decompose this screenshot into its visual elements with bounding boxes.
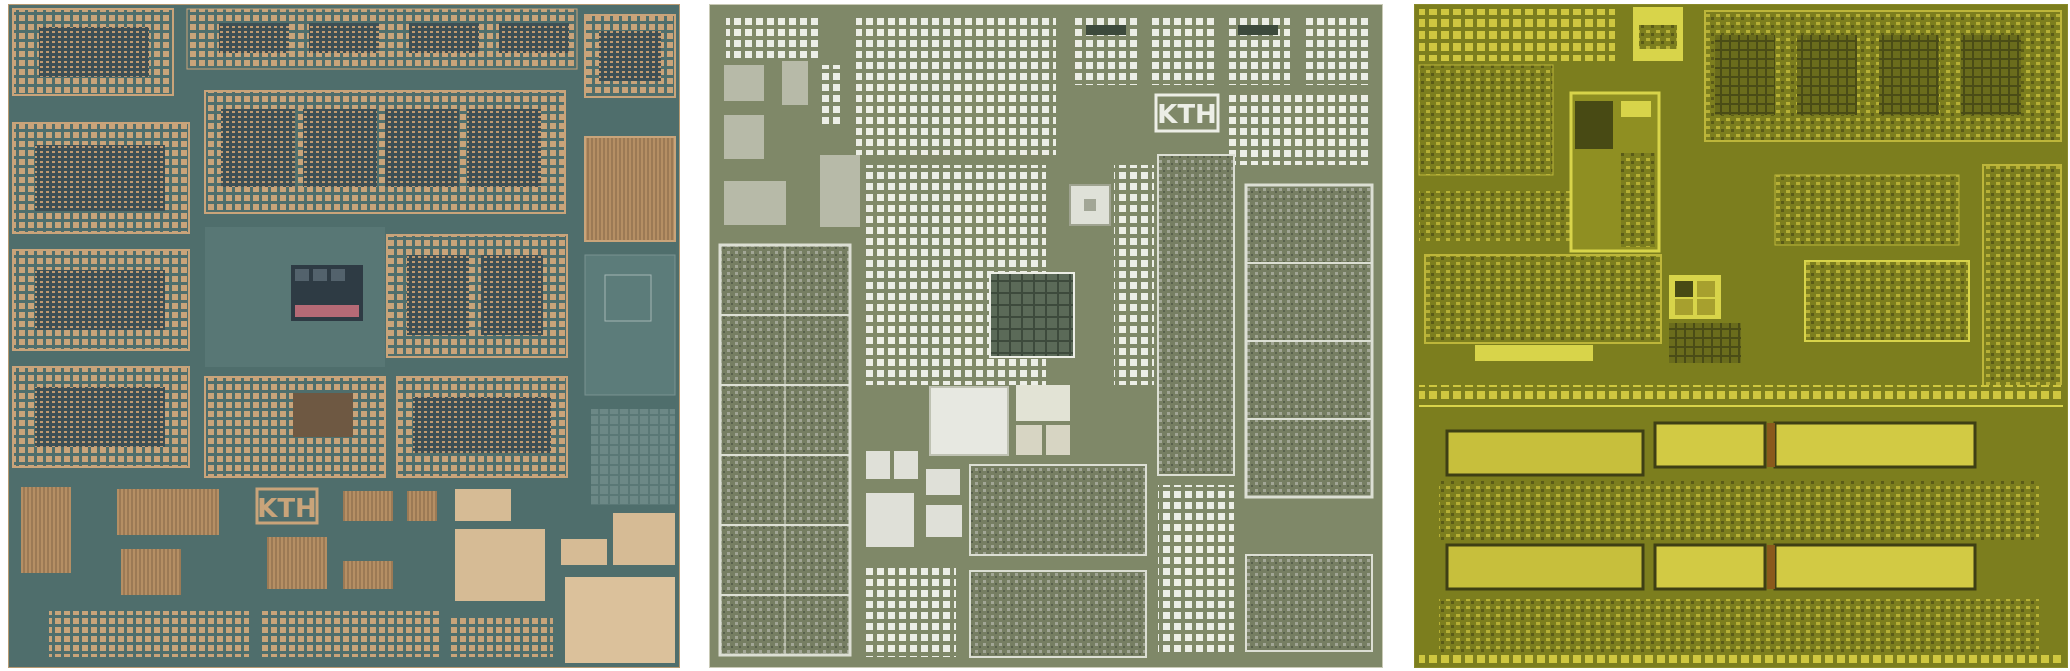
kth-logo-die-1: KTH — [257, 494, 317, 524]
die-micrograph-3 — [1414, 4, 2068, 668]
die-1-layout: KTH — [9, 5, 679, 667]
die-micrograph-1: KTH — [8, 4, 680, 668]
die-3-layout — [1415, 5, 2067, 667]
kth-logo-die-2: KTH — [1157, 100, 1217, 130]
die-micrograph-2: KTH — [709, 4, 1383, 668]
die-2-layout: KTH — [710, 5, 1382, 667]
